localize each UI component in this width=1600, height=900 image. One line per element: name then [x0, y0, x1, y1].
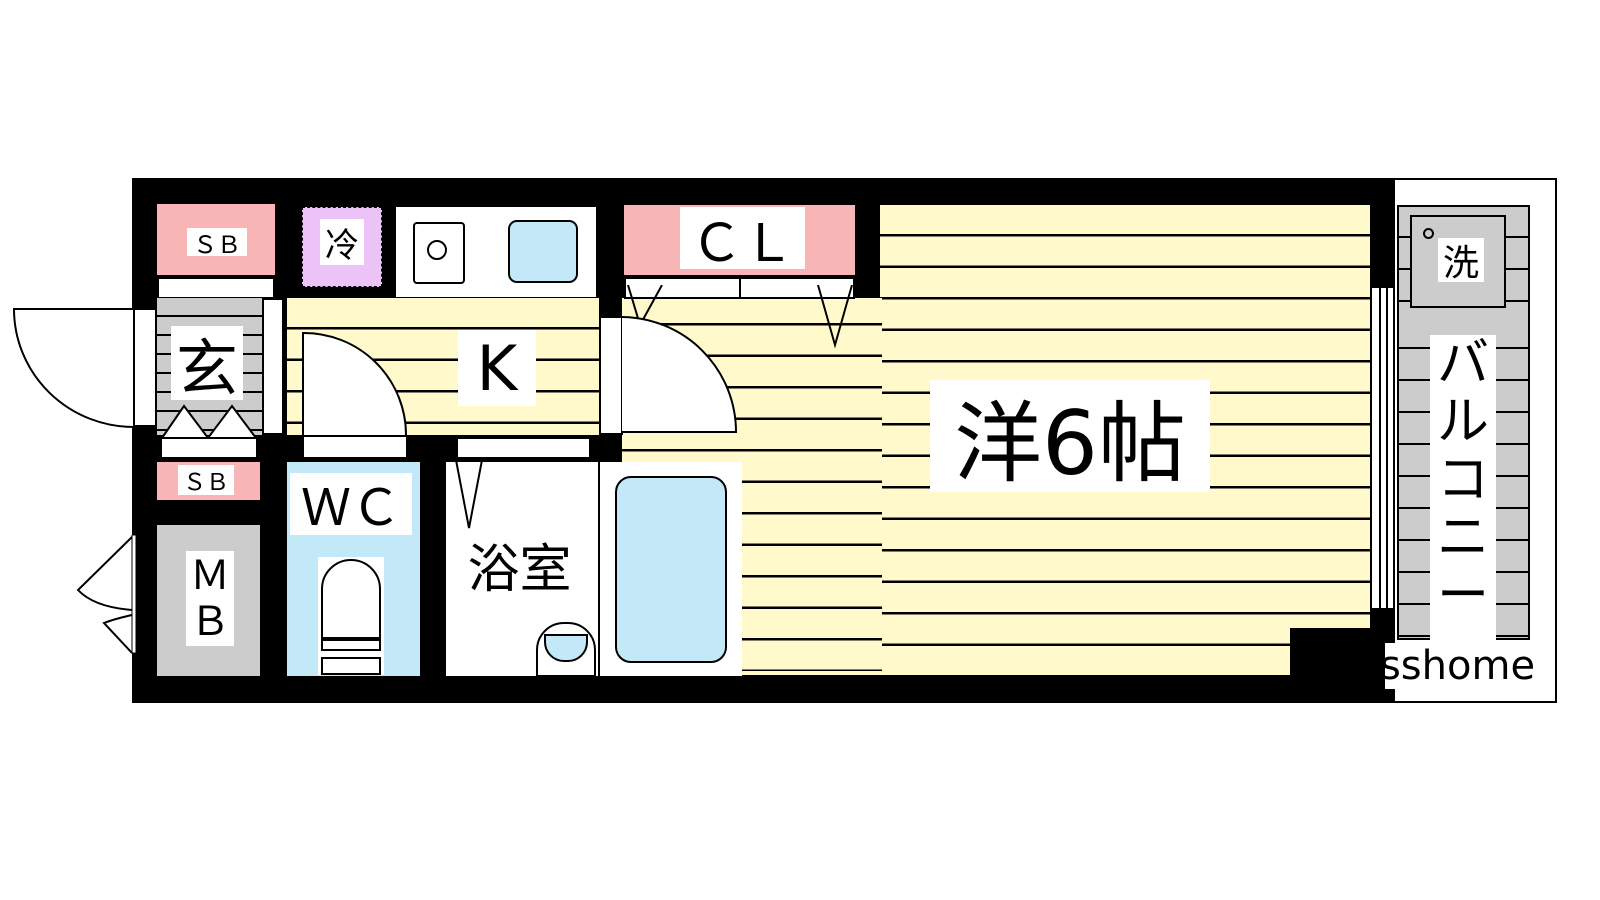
meter-box-label: Ｍ Ｂ: [186, 551, 234, 646]
entrance-label: 玄: [171, 326, 243, 405]
toilet-label: ＷＣ: [290, 473, 412, 537]
balcony-label: バ ル コ ニ ー: [1430, 335, 1496, 640]
shoe-box-bottom-label: ＳＢ: [178, 465, 234, 496]
bathroom-label: 浴室: [457, 533, 582, 600]
toilet-icon: [318, 557, 384, 675]
shoe-box-door-icon: [161, 404, 257, 440]
toilet-door-icon[interactable]: [300, 330, 412, 465]
fridge-label: 冷: [320, 219, 364, 266]
shoe-box-shelf: [157, 277, 275, 299]
meter-box-door-icon[interactable]: [74, 535, 136, 655]
closet-door-right[interactable]: [739, 277, 855, 299]
western-room-label: 洋6帖: [930, 380, 1210, 495]
sink: [508, 220, 578, 283]
kitchen-label: K: [458, 330, 536, 406]
pillar: [1290, 628, 1370, 675]
washbasin-icon: [536, 622, 596, 677]
entry-door-icon[interactable]: [10, 305, 160, 430]
burner-icon: [427, 240, 447, 260]
bathtub: [615, 476, 727, 663]
balcony-window[interactable]: [1370, 288, 1395, 608]
entrance-step: [262, 298, 284, 435]
bath-partition: [598, 462, 600, 676]
watermark: sshome: [1379, 643, 1536, 689]
room-door-icon[interactable]: [598, 315, 738, 437]
washer-label: 洗: [1438, 238, 1484, 284]
closet-label: ＣＬ: [680, 207, 805, 274]
balcony: [1395, 178, 1557, 703]
washer-drain-icon: [1423, 228, 1434, 239]
washroom-door-swing-icon: [455, 459, 483, 529]
shoe-box-bottom-shelf: [160, 437, 258, 459]
bathroom-door[interactable]: [456, 437, 591, 459]
shoe-box-top-label: ＳＢ: [187, 228, 247, 259]
